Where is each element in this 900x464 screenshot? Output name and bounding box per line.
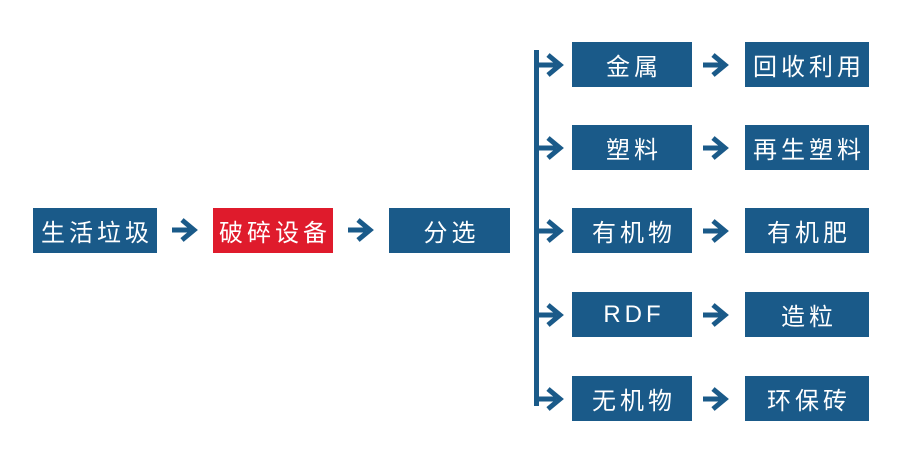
node-recycled-plastic: 再生塑料: [745, 125, 869, 170]
arrow-right-icon: [538, 136, 564, 160]
arrow-right-icon: [703, 303, 729, 327]
arrow-right-icon: [703, 219, 729, 243]
node-organic-fertilizer: 有机肥: [745, 208, 869, 253]
arrow-right-icon: [538, 303, 564, 327]
node-granulation: 造粒: [745, 292, 869, 337]
arrow-right-icon: [538, 53, 564, 77]
arrow-right-icon: [348, 218, 374, 242]
node-crushing-equipment: 破碎设备: [213, 208, 333, 253]
arrow-right-icon: [703, 136, 729, 160]
node-rdf: RDF: [572, 292, 692, 337]
node-sorting: 分选: [389, 208, 510, 253]
arrow-right-icon: [172, 218, 198, 242]
node-recycling: 回收利用: [745, 42, 869, 87]
node-household-waste: 生活垃圾: [33, 208, 157, 253]
node-organic-matter: 有机物: [572, 208, 692, 253]
node-plastic: 塑料: [572, 125, 692, 170]
arrow-right-icon: [703, 53, 729, 77]
node-metal: 金属: [572, 42, 692, 87]
arrow-right-icon: [538, 387, 564, 411]
branch-connector-line: [534, 50, 539, 406]
arrow-right-icon: [538, 219, 564, 243]
node-inorganic-matter: 无机物: [572, 376, 692, 421]
node-eco-brick: 环保砖: [745, 376, 869, 421]
arrow-right-icon: [703, 387, 729, 411]
